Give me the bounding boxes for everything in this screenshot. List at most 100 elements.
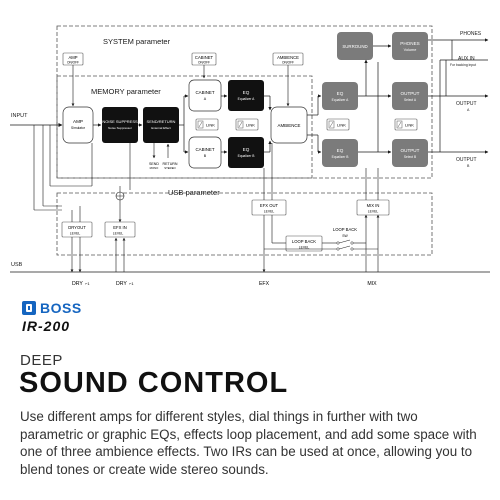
svg-text:LEVEL: LEVEL (368, 210, 379, 214)
loop-back-switch: LOOP BACK SW (333, 227, 357, 251)
kicker-text: DEEP (20, 352, 63, 369)
svg-text:ON/OFF: ON/OFF (282, 61, 294, 65)
svg-text:STEREO: STEREO (164, 166, 176, 170)
svg-text:LEVEL: LEVEL (113, 232, 124, 236)
headline: SOUND CONTROL (19, 367, 289, 399)
svg-text:EFX OUT: EFX OUT (260, 203, 279, 208)
svg-text:DRY: DRY (116, 281, 127, 287)
svg-text:CABINET: CABINET (195, 55, 214, 60)
svg-text:LOOP BACK: LOOP BACK (292, 239, 316, 244)
phones-jack-label: PHONES (460, 31, 482, 37)
amp-simulator-block: AMP Simulator (62, 106, 94, 144)
eq-link-toggle: LINK (235, 118, 259, 131)
svg-text:AMP: AMP (73, 119, 83, 124)
svg-text:Equalizer A: Equalizer A (238, 97, 255, 101)
output-select-a-block: OUTPUT Select A (392, 82, 428, 110)
signal-flow-diagram: SYSTEM parameter MEMORY parameter USB pa… (10, 25, 490, 287)
model-name: IR-200 (22, 318, 71, 334)
boss-logo-icon (22, 301, 36, 315)
ambience-block: AMBIENCE (270, 106, 308, 144)
output-a-jack-label: OUTPUT A (456, 101, 477, 112)
svg-text:AUX IN: AUX IN (458, 56, 475, 62)
svg-text:EQ: EQ (243, 147, 250, 152)
svg-text:AMBIENCE: AMBIENCE (277, 55, 299, 60)
svg-text:⌐1: ⌐1 (129, 281, 134, 286)
amp-on-off-switch: AMP ON/OFF (62, 52, 84, 66)
svg-text:OUTPUT: OUTPUT (401, 148, 420, 153)
dryout-level-knob: DRYOUT LEVEL (61, 221, 93, 238)
svg-text:LEVEL: LEVEL (70, 232, 81, 236)
send-jack-label: SEND MONO (149, 162, 159, 170)
svg-text:MONO: MONO (150, 166, 160, 170)
cabinet-a-block: CABINET A (188, 79, 222, 112)
svg-text:SW: SW (342, 234, 348, 238)
svg-text:B: B (204, 154, 207, 158)
cabinet-on-off-switch: CABINET ON/OFF (191, 52, 217, 66)
eq-a-block: EQ Equalizer A (228, 80, 264, 111)
aux-in-jack-label: AUX IN For backing input (450, 56, 476, 67)
svg-text:CABINET: CABINET (195, 147, 214, 152)
svg-text:RETURN: RETURN (163, 162, 178, 166)
svg-text:PHONES: PHONES (460, 31, 482, 37)
svg-text:Equalizer B: Equalizer B (238, 154, 256, 158)
svg-text:LINK: LINK (405, 123, 414, 128)
svg-text:Select A: Select A (404, 98, 417, 102)
surround-block: SURROUND (337, 32, 373, 60)
svg-text:Simulator: Simulator (71, 126, 86, 130)
svg-text:OUTPUT: OUTPUT (456, 157, 477, 163)
svg-text:LINK: LINK (246, 123, 255, 128)
return-jack-label: RETURN STEREO (163, 162, 178, 170)
noise-suppressor-block: NOISE SUPPRESS Noise Suppressor (102, 107, 138, 143)
efx-usb-label: EFX (259, 281, 270, 287)
svg-text:EQ: EQ (337, 148, 344, 153)
svg-text:For backing input: For backing input (450, 63, 476, 67)
output-select-b-block: OUTPUT Select B (392, 139, 428, 167)
svg-text:LOOP BACK: LOOP BACK (333, 227, 357, 232)
svg-text:Volume: Volume (404, 48, 417, 52)
eq-right-a-block: EQ Equalizer A (322, 82, 358, 110)
svg-text:SEND: SEND (149, 162, 159, 166)
svg-text:AMP: AMP (68, 55, 77, 60)
svg-text:DRY: DRY (72, 281, 83, 287)
boss-logo: BOSS (22, 300, 112, 316)
output-link-toggle: LINK (394, 118, 418, 131)
svg-text:SEND/RETURN: SEND/RETURN (147, 119, 176, 124)
system-parameter-label: SYSTEM parameter (103, 37, 171, 46)
svg-text:Noise Suppressor: Noise Suppressor (108, 126, 132, 130)
svg-text:DRYOUT: DRYOUT (68, 225, 86, 230)
svg-text:EQ: EQ (243, 90, 250, 95)
svg-text:SURROUND: SURROUND (342, 44, 367, 49)
svg-text:B: B (467, 164, 470, 168)
efx-in-level-knob: EFX IN LEVEL (104, 221, 136, 238)
svg-text:A: A (467, 108, 470, 112)
svg-text:AMBIENCE: AMBIENCE (278, 123, 301, 128)
svg-text:Select B: Select B (404, 155, 417, 159)
svg-text:A: A (204, 97, 207, 101)
send-return-block: SEND/RETURN External Effect (143, 107, 179, 143)
eq-b-block: EQ Equalizer B (228, 137, 264, 168)
svg-text:OUTPUT: OUTPUT (456, 101, 477, 107)
eq-right-b-block: EQ Equalizer B (322, 139, 358, 167)
output-b-jack-label: OUTPUT B (456, 157, 477, 168)
brand-block: BOSS IR-200 (22, 300, 112, 336)
loop-back-level-knob: LOOP BACK LEVEL (285, 235, 323, 252)
efx-out-level-knob: EFX OUT LEVEL (251, 199, 287, 216)
svg-text:LEVEL: LEVEL (264, 210, 275, 214)
cabinet-b-block: CABINET B (188, 136, 222, 169)
svg-text:⌐1: ⌐1 (85, 281, 90, 286)
svg-text:Equalizer B: Equalizer B (332, 155, 350, 159)
dry-2-usb-label: DRY ⌐1 (116, 281, 134, 287)
ambience-on-off-switch: AMBIENCE ON/OFF (272, 52, 304, 66)
svg-text:OUTPUT: OUTPUT (401, 91, 420, 96)
mix-usb-label: MIX (367, 281, 377, 287)
phones-volume-block: PHONES Volume (392, 32, 428, 60)
input-label: INPUT (11, 113, 28, 119)
svg-text:External Effect: External Effect (151, 126, 171, 130)
svg-text:LEVEL: LEVEL (299, 246, 310, 250)
svg-text:EQ: EQ (337, 91, 344, 96)
mix-in-level-knob: MIX IN LEVEL (356, 199, 390, 216)
description-paragraph: Use different amps for different styles,… (20, 409, 477, 477)
boss-logo-text: BOSS (40, 300, 82, 316)
svg-text:CABINET: CABINET (195, 90, 214, 95)
svg-text:LINK: LINK (337, 123, 346, 128)
